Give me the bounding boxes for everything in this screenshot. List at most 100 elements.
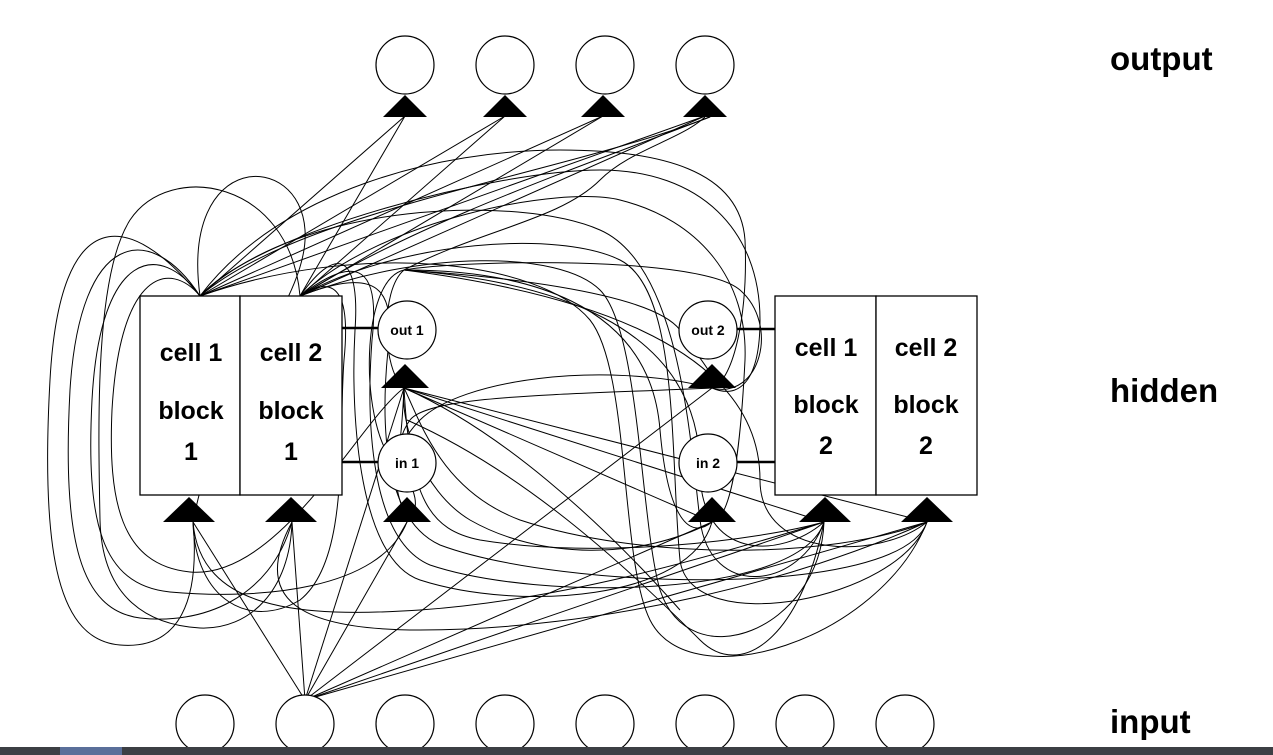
in-gate-2 [678,433,738,493]
block2-cell1-box [774,295,877,496]
wire [98,186,301,629]
input-unit [575,694,635,754]
wire [304,521,825,701]
block1-cell1-line1: cell 1 [160,339,223,367]
wire [304,521,713,701]
block2-cell2-line3: 2 [919,432,933,460]
wire [403,387,928,523]
output-layer [375,35,735,117]
wire [403,387,713,551]
wire [368,269,416,523]
wire [399,387,713,443]
wire [395,374,713,523]
wire [299,260,825,638]
wire [47,235,201,646]
input-layer [175,694,935,754]
wire [403,387,928,551]
out-gate-2-label: out 2 [691,322,725,338]
block2-cell1-line1: cell 1 [795,334,858,362]
block1-cell1-input-triangle [163,497,215,522]
wire [403,116,706,271]
wire [299,270,825,589]
wire [304,387,405,701]
output-layer-label: output [1110,40,1213,77]
input-unit [475,694,535,754]
memory-block-1: cell 1 block 1 cell 2 block 1 out 1 in 1 [139,295,437,522]
wire [199,115,406,297]
in-gate-1 [377,433,437,493]
wire [192,521,306,701]
block2-cell2-box [875,295,978,496]
output-triangle [581,95,625,117]
wire [403,387,713,523]
hidden-layer-label: hidden [1110,372,1218,409]
input-unit [775,694,835,754]
wire [199,169,761,392]
wire [304,521,408,701]
block2-cell1-input-triangle [799,497,851,522]
output-triangle [683,95,727,117]
block2-cell2-line2: block [893,391,958,419]
output-unit [375,35,435,95]
input-unit [675,694,735,754]
wire [199,209,825,577]
wire [304,521,928,701]
input-unit [275,694,335,754]
wire [299,115,604,297]
in-gate-2-triangle [688,497,736,522]
wire [291,521,306,701]
block1-cell1-line2: block [158,397,223,425]
block1-cell2-box [239,295,343,496]
wire [199,115,706,297]
out-gate-1-triangle [381,364,429,388]
block2-cell2-input-triangle [901,497,953,522]
out-gate-1 [377,300,437,360]
taskbar-item[interactable] [60,747,122,755]
output-unit [575,35,635,95]
wire [276,521,928,631]
block2-cell2-line1: cell 2 [895,334,958,362]
wire [199,262,928,657]
wire [192,286,347,612]
block1-cell1-box [139,295,241,496]
block1-cell2-input-triangle [265,497,317,522]
in-gate-1-label: in 1 [395,455,419,471]
memory-block-2: cell 1 block 2 cell 2 block 2 out 2 in 2 [678,295,978,522]
out-gate-2 [678,300,738,360]
wire [403,387,825,523]
input-unit [175,694,235,754]
block1-cell2-line3: 1 [284,438,298,466]
wire [199,116,711,297]
wire [299,115,713,297]
wire [403,387,681,611]
out-gate-1-label: out 1 [390,322,424,338]
output-triangle [383,95,427,117]
output-unit [475,35,535,95]
wire [299,115,406,297]
output-triangle [483,95,527,117]
block1-cell1-line3: 1 [184,438,198,466]
wire [403,387,825,549]
wire [90,264,408,595]
output-unit [675,35,735,95]
wire [299,196,746,523]
out-gate-2-triangle [688,364,736,388]
input-unit [875,694,935,754]
wire [403,269,825,547]
wire [403,269,928,548]
input-unit [375,694,435,754]
in-gate-2-label: in 2 [696,455,720,471]
wire [192,521,825,613]
wire [67,249,293,620]
block1-cell2-line2: block [258,397,323,425]
block2-cell1-line3: 2 [819,432,833,460]
in-gate-1-triangle [383,497,431,522]
block2-cell1-line2: block [793,391,858,419]
wire [406,419,825,656]
wire [299,263,713,597]
wire [299,242,928,605]
block1-cell2-line1: cell 2 [260,339,323,367]
wire [403,269,713,529]
taskbar [0,747,1273,755]
